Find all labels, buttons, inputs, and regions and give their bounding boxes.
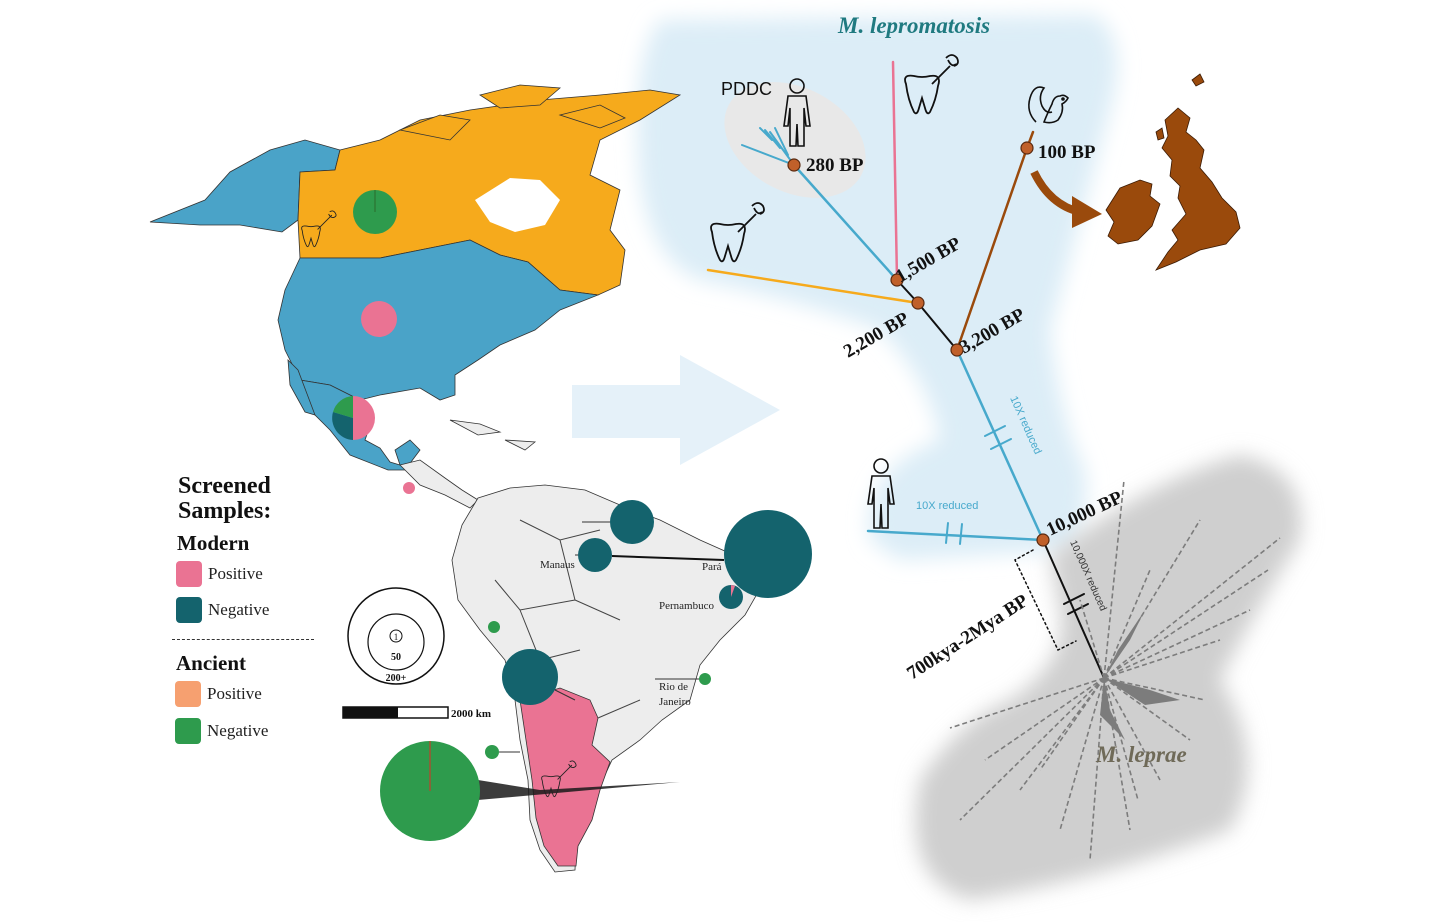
canada-tooth-bone-icon	[301, 210, 337, 248]
node-100	[1020, 141, 1034, 155]
mexico-mixed-pie	[332, 396, 375, 440]
guyana-bubble	[610, 500, 654, 544]
pddc-region	[724, 82, 866, 198]
legend-modern-positive-label: Positive	[208, 564, 263, 583]
caribbean	[449, 419, 537, 451]
uk-arrowhead	[1072, 196, 1102, 228]
legend-modern-heading: Modern	[177, 531, 250, 555]
manaus-bubble	[578, 538, 612, 572]
legend-ancient-positive: Positive	[175, 681, 262, 707]
branch-human	[866, 529, 1045, 542]
label-100bp: 100 BP	[1038, 142, 1096, 163]
scottish-isles	[1155, 73, 1205, 141]
baja	[287, 358, 316, 416]
tree-nodes	[787, 141, 1050, 547]
bolivia-bubble	[502, 649, 558, 705]
node-3200	[950, 343, 964, 357]
label-para: Pará	[702, 561, 722, 573]
size-key-50: 50	[391, 652, 401, 663]
label-range: 700kya-2Mya BP	[903, 590, 1032, 684]
leprae-region	[915, 455, 1302, 900]
argentina-wedge	[478, 780, 680, 800]
size-key-1: 1	[394, 632, 399, 642]
great-britain	[1154, 107, 1241, 271]
label-10x-horizontal: 10X reduced	[916, 500, 978, 512]
branch-pink	[891, 60, 899, 282]
legend-divider	[172, 639, 314, 640]
human-icon	[783, 78, 811, 147]
label-manaus: Manaus	[540, 559, 575, 571]
size-key-200: 200+	[386, 673, 407, 684]
human-icon-lower	[867, 458, 895, 529]
label-pernambuco: Pernambuco	[659, 600, 714, 612]
legend-ancient-positive-label: Positive	[207, 684, 262, 703]
leprae-title: M. leprae	[1095, 742, 1187, 767]
para-leader	[611, 555, 725, 561]
label-rio-1: Rio de	[659, 681, 688, 693]
squirrel-icon	[1028, 86, 1069, 124]
south-america	[451, 484, 766, 873]
legend-swatch-ancient-negative	[175, 718, 201, 744]
distance-scale: 2000 km	[342, 706, 491, 720]
distance-label: 2000 km	[451, 708, 491, 720]
americas-map	[149, 84, 766, 873]
leprae-tree	[949, 479, 1281, 861]
lepromatosis-tree	[706, 60, 1105, 679]
sample-markers	[332, 190, 812, 841]
legend-modern-positive: Positive	[176, 561, 263, 587]
map-tooth-bone-icons	[301, 210, 577, 798]
node-10000	[1036, 533, 1050, 547]
size-key: 1 50 200+	[347, 587, 445, 685]
legend-ancient-heading: Ancient	[176, 651, 246, 675]
argentina-tooth-bone-icon	[541, 760, 577, 798]
usa-modern-pie	[361, 301, 397, 337]
british-isles	[1105, 73, 1241, 271]
label-280bp: 280 BP	[806, 155, 864, 176]
legend-swatch-modern-negative	[176, 597, 202, 623]
lepromatosis-region	[637, 15, 1118, 560]
branch-pddc	[792, 163, 899, 282]
pernambuco-positive-slice	[731, 585, 735, 597]
leprae-dense-clusters	[1100, 610, 1180, 740]
legend-swatch-ancient-positive	[175, 681, 201, 707]
branch-orange	[706, 268, 920, 305]
branch-leprae	[1042, 539, 1105, 679]
arctic-islands	[398, 84, 626, 141]
lepromatosis-title: M. lepromatosis	[837, 13, 990, 38]
legend-ancient-negative: Negative	[175, 718, 268, 744]
legend-title: Screened Samples:	[178, 473, 272, 524]
ireland	[1105, 179, 1161, 245]
legend-modern-negative-label: Negative	[208, 600, 270, 619]
node-280	[787, 158, 801, 172]
pddc-label: PDDC	[721, 79, 772, 99]
peru-ancient-dot	[488, 621, 500, 633]
legend-modern-negative: Negative	[176, 597, 269, 623]
break-vertical	[984, 425, 1012, 450]
legend-ancient-negative-label: Negative	[207, 721, 269, 740]
tooth-bone-icon-top	[904, 54, 959, 115]
hudson-bay	[475, 178, 560, 232]
para-bubble	[724, 510, 812, 598]
branch-black-1	[917, 302, 958, 351]
argentina	[519, 687, 611, 867]
central-america-pie	[403, 482, 415, 494]
tooth-bone-icon-left	[710, 202, 765, 263]
transition-arrow	[572, 355, 780, 465]
break-horizontal	[945, 522, 963, 545]
branch-pddc-leaves	[741, 127, 795, 166]
node-1500	[890, 273, 904, 287]
bolivia-leader	[554, 689, 576, 701]
break-leprae	[1063, 593, 1089, 615]
legend-swatch-modern-positive	[176, 561, 202, 587]
chile-ancient-dot	[485, 745, 499, 759]
range-bracket	[1014, 549, 1077, 652]
rio-ancient-dot	[699, 673, 711, 685]
node-2200	[911, 296, 925, 310]
label-rio-2: Janeiro	[659, 696, 691, 708]
